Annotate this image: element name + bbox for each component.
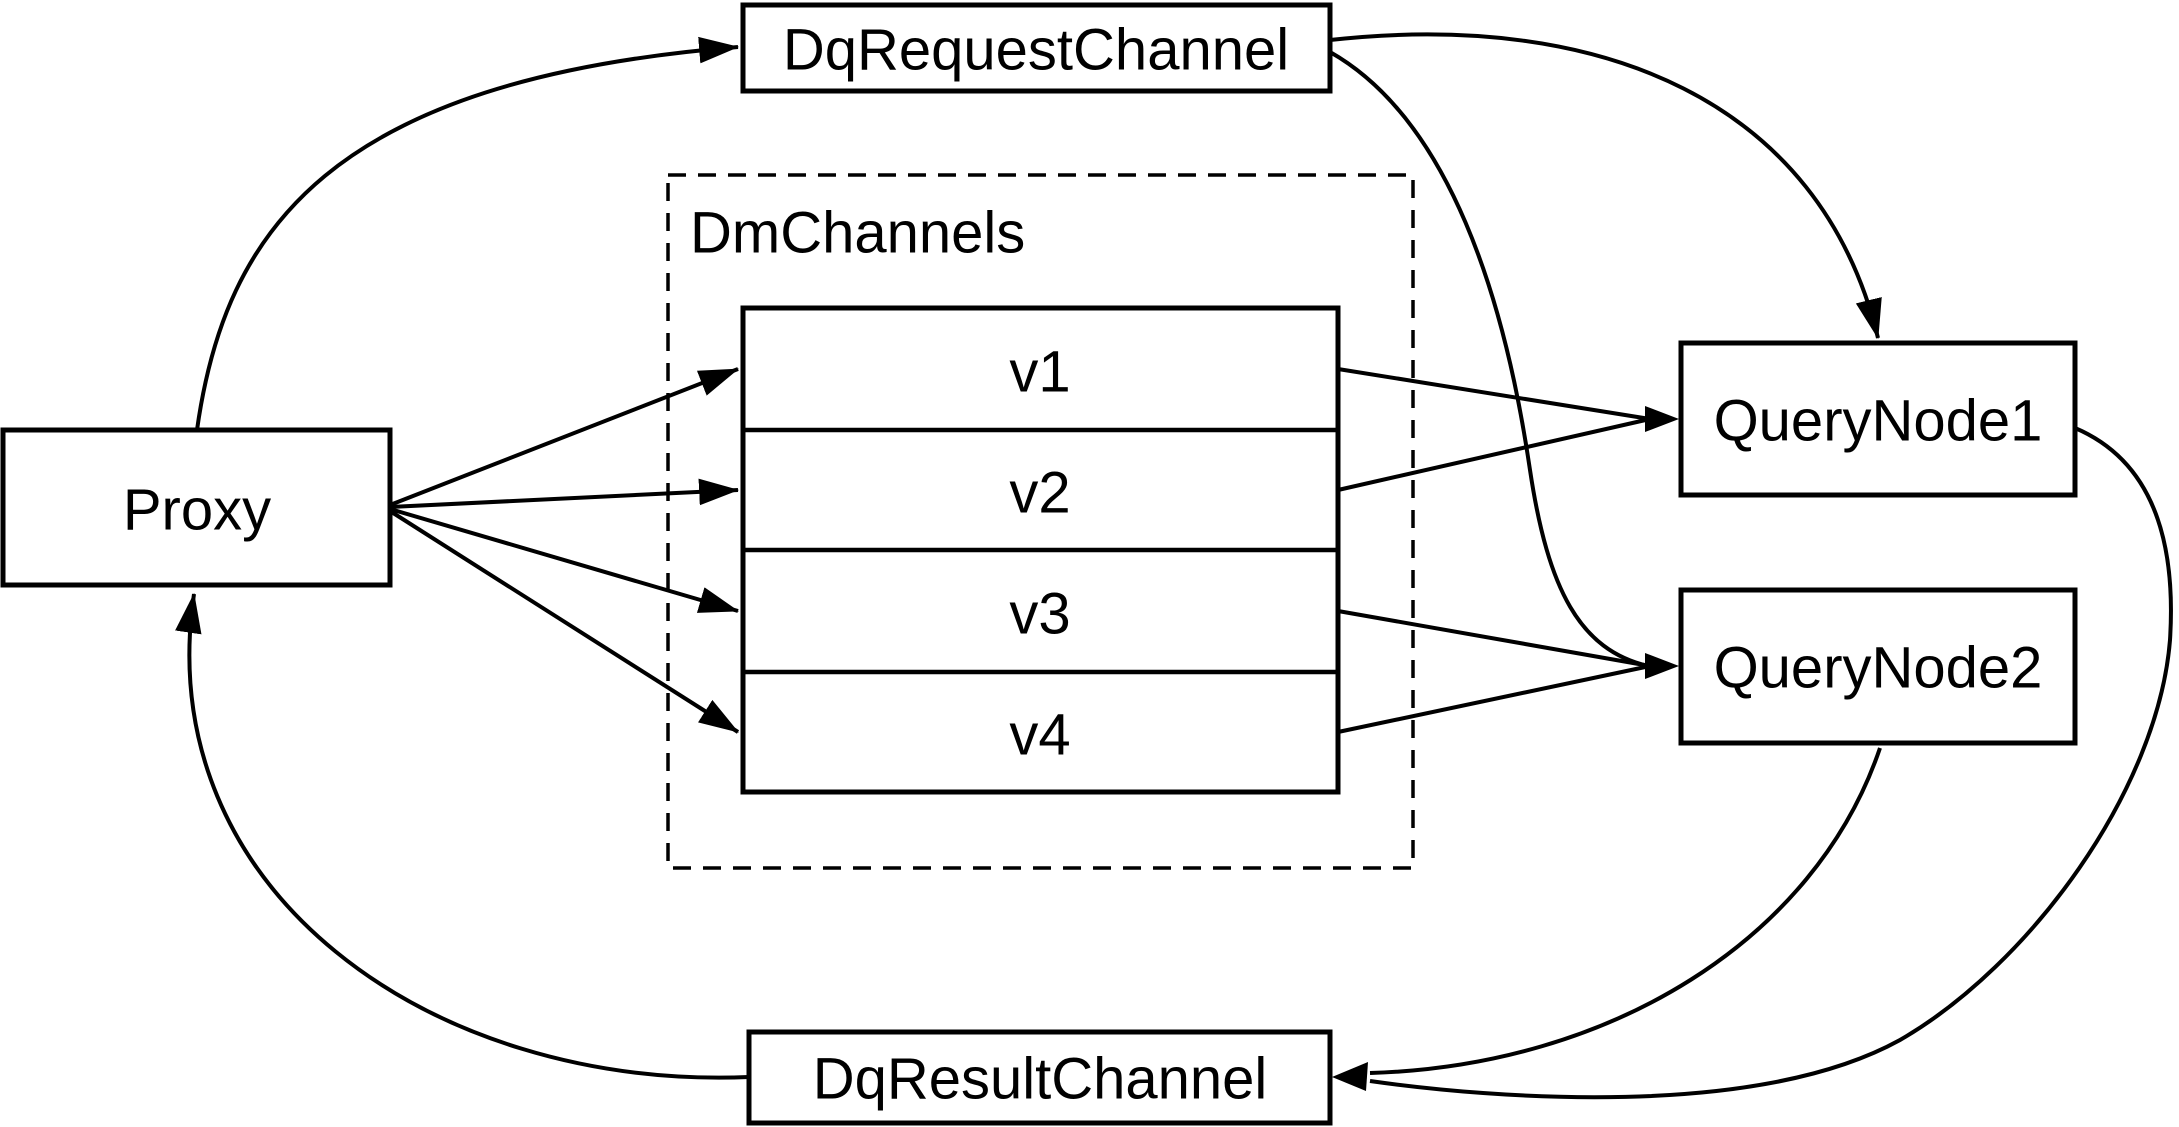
query-node-2-box bbox=[1678, 587, 2078, 746]
edge-proxy-to-v3 bbox=[389, 507, 740, 613]
edge-proxy-to-v2 bbox=[389, 478, 740, 509]
dm-channels-border bbox=[666, 173, 1415, 870]
dm-channels-label: DmChannels bbox=[690, 201, 1025, 266]
query-node-2: QueryNode2 bbox=[1678, 587, 2078, 746]
edge-querynode2-to-dqresultchannel bbox=[1369, 747, 1882, 1075]
querynode1-arrowhead bbox=[1645, 406, 1679, 432]
edge-v2-to-querynode1 bbox=[1337, 417, 1651, 492]
proxy-box bbox=[0, 427, 393, 588]
channel-v3-label: v3 bbox=[1009, 582, 1070, 647]
query-node-2-label: QueryNode2 bbox=[1714, 636, 2043, 701]
edge-v1-to-querynode1 bbox=[1337, 367, 1651, 421]
proxy-node: Proxy bbox=[0, 427, 393, 588]
query-node-1-box bbox=[1678, 340, 2078, 498]
edge-layer bbox=[175, 32, 2173, 1100]
edge-querynode1-to-dqresultchannel bbox=[1369, 426, 2173, 1100]
edge-proxy-to-v1 bbox=[389, 367, 740, 507]
dq-result-channel-node: DqResultChannel bbox=[746, 1029, 1333, 1126]
query-node-1-label: QueryNode1 bbox=[1714, 389, 2043, 454]
dq-request-channel-label: DqRequestChannel bbox=[783, 18, 1289, 83]
channel-v1-label: v1 bbox=[1009, 340, 1070, 405]
querynode2-arrowhead bbox=[1645, 653, 1679, 679]
query-node-1: QueryNode1 bbox=[1678, 340, 2078, 498]
channel-stack: v1 v2 v3 v4 bbox=[740, 305, 1341, 795]
edge-dqrequestchannel-to-querynode2 bbox=[1329, 50, 1649, 668]
dq-request-channel-node: DqRequestChannel bbox=[740, 2, 1333, 94]
edge-v4-to-querynode2 bbox=[1337, 664, 1651, 734]
edge-proxy-to-dqrequestchannel bbox=[195, 36, 740, 431]
edge-dqrequestchannel-to-querynode1 bbox=[1329, 32, 1882, 340]
dqresultchannel-arrowhead bbox=[1332, 1062, 1368, 1091]
edge-dqresultchannel-to-proxy bbox=[175, 592, 750, 1080]
edge-v3-to-querynode2 bbox=[1337, 609, 1651, 668]
dq-request-channel-box bbox=[740, 2, 1333, 94]
proxy-label: Proxy bbox=[123, 478, 271, 543]
dm-channels-group: DmChannels v1 v2 v3 v4 bbox=[666, 173, 1415, 870]
channel-v2-label: v2 bbox=[1009, 461, 1070, 526]
dq-result-channel-box bbox=[746, 1029, 1333, 1126]
edge-proxy-to-v4 bbox=[388, 509, 740, 734]
dq-result-channel-label: DqResultChannel bbox=[813, 1047, 1268, 1112]
channel-v4-label: v4 bbox=[1009, 703, 1070, 768]
